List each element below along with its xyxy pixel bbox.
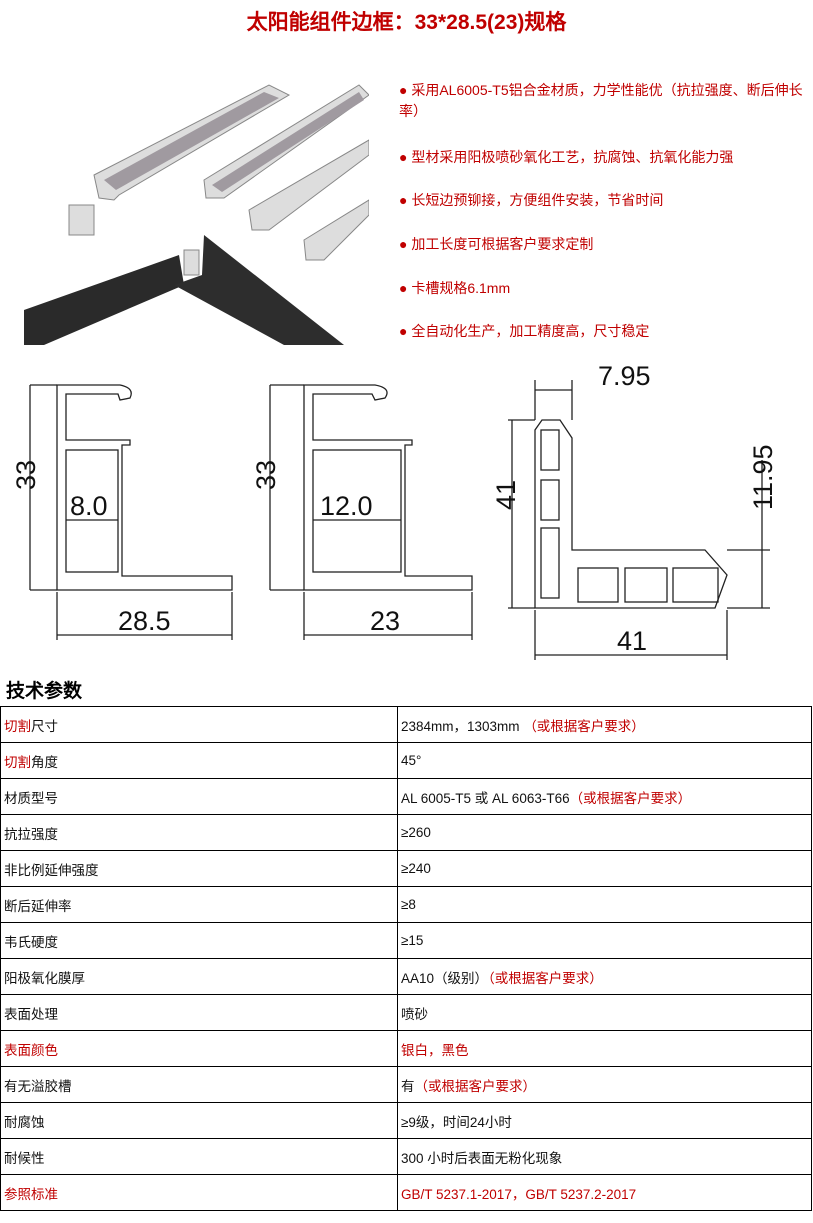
spec-name: 切割尺寸: [0, 706, 398, 743]
spec-value: ≥260: [397, 814, 812, 851]
table-row: 韦氏硬度 ≥15: [0, 922, 812, 959]
spec-value-note: （或根据客户要求）: [523, 718, 645, 734]
spec-name-text: 非比例延伸强度: [4, 862, 99, 878]
table-row: 参照标准 GB/T 5237.1-2017，GB/T 5237.2-2017: [0, 1174, 812, 1211]
spec-value: ≥9级，时间24小时: [397, 1102, 812, 1139]
dimension-bottom: 41: [617, 626, 647, 656]
dimension-inner: 12.0: [320, 491, 373, 521]
spec-value: AL 6005-T5 或 AL 6063-T66（或根据客户要求）: [397, 778, 812, 815]
dimension-width: 23: [370, 606, 400, 636]
spec-value-text: 45°: [401, 753, 422, 768]
spec-name-text: 尺寸: [31, 718, 58, 734]
feature-item: ● 卡槽规格6.1mm: [399, 280, 511, 296]
spec-name: 表面处理: [0, 994, 398, 1031]
spec-value-note: （或根据客户要求）: [488, 970, 603, 986]
spec-value: AA10（级别）（或根据客户要求）: [397, 958, 812, 995]
spec-value-text: 300 小时后表面无粉化现象: [401, 1150, 563, 1166]
spec-value-text: ≥15: [401, 933, 424, 948]
table-row: 有无溢胶槽 有（或根据客户要求）: [0, 1066, 812, 1103]
spec-name-text: 耐候性: [4, 1150, 45, 1166]
spec-value: 有（或根据客户要求）: [397, 1066, 812, 1103]
dimension-height: 33: [11, 460, 41, 490]
table-row: 阳极氧化膜厚 AA10（级别）（或根据客户要求）: [0, 958, 812, 995]
table-row: 非比例延伸强度 ≥240: [0, 850, 812, 887]
spec-name: 抗拉强度: [0, 814, 398, 851]
spec-value: ≥8: [397, 886, 812, 923]
feature-item: ● 长短边预铆接，方便组件安装，节省时间: [399, 192, 664, 208]
table-row: 表面颜色 银白，黑色: [0, 1030, 812, 1067]
spec-name: 韦氏硬度: [0, 922, 398, 959]
spec-name-text: 角度: [31, 754, 58, 770]
feature-item: ● 型材采用阳极喷砂氧化工艺，抗腐蚀、抗氧化能力强: [399, 149, 734, 165]
spec-name: 耐候性: [0, 1138, 398, 1175]
spec-name-text: 抗拉强度: [4, 826, 58, 842]
spec-name: 切割角度: [0, 742, 398, 779]
table-row: 抗拉强度 ≥260: [0, 814, 812, 851]
spec-name-text: 材质型号: [4, 790, 58, 806]
product-photo: [24, 84, 369, 345]
spec-value-text: ≥240: [401, 861, 431, 876]
spec-value-note: （或根据客户要求）: [414, 1078, 537, 1094]
spec-name-text: 韦氏硬度: [4, 934, 58, 950]
spec-name: 非比例延伸强度: [0, 850, 398, 887]
dimension-height: 33: [251, 460, 281, 490]
spec-value: ≥240: [397, 850, 812, 887]
spec-name: 材质型号: [0, 778, 398, 815]
spec-name: 参照标准: [0, 1174, 398, 1211]
spec-value: ≥15: [397, 922, 812, 959]
spec-name: 表面颜色: [0, 1030, 398, 1067]
spec-value-text: AA10（级别）: [401, 970, 489, 986]
profile-drawings: 33 8.0 28.5 33 12.0 23 7.95 41 11.95 41: [11, 361, 778, 660]
spec-name-highlight: 表面颜色: [4, 1042, 58, 1058]
spec-value-note: （或根据客户要求）: [569, 790, 692, 806]
spec-value: 45°: [397, 742, 812, 779]
spec-name: 耐腐蚀: [0, 1102, 398, 1139]
spec-value-text: ≥260: [401, 825, 431, 840]
dimension-top: 7.95: [598, 361, 651, 391]
table-row: 耐腐蚀 ≥9级，时间24小时: [0, 1102, 812, 1139]
table-row: 断后延伸率 ≥8: [0, 886, 812, 923]
spec-value-text: ≥8: [401, 897, 416, 912]
spec-name-highlight: 参照标准: [4, 1186, 58, 1202]
spec-name-text: 阳极氧化膜厚: [4, 970, 85, 986]
spec-name: 断后延伸率: [0, 886, 398, 923]
spec-name: 有无溢胶槽: [0, 1066, 398, 1103]
spec-value: 喷砂: [397, 994, 812, 1031]
spec-value-text: AL 6005-T5 或 AL 6063-T66: [401, 790, 570, 806]
spec-value: GB/T 5237.1-2017，GB/T 5237.2-2017: [397, 1174, 812, 1211]
section-title: 技术参数: [6, 680, 83, 702]
spec-value-note: 银白，黑色: [401, 1042, 469, 1058]
feature-item: ● 加工长度可根据客户要求定制: [399, 236, 594, 252]
dimension-right: 11.95: [748, 444, 778, 510]
spec-value: 300 小时后表面无粉化现象: [397, 1138, 812, 1175]
spec-name-text: 耐腐蚀: [4, 1114, 45, 1130]
spec-value-text: 有: [401, 1078, 415, 1094]
feature-item: ● 采用AL6005-T5铝合金材质，力学性能优（抗拉强度、断后伸长率）: [399, 82, 803, 119]
dimension-inner: 8.0: [70, 491, 108, 521]
spec-value-text: 喷砂: [401, 1006, 428, 1022]
table-row: 材质型号 AL 6005-T5 或 AL 6063-T66（或根据客户要求）: [0, 778, 812, 815]
spec-name: 阳极氧化膜厚: [0, 958, 398, 995]
table-row: 表面处理 喷砂: [0, 994, 812, 1031]
dimension-left: 41: [491, 480, 521, 510]
spec-value: 2384mm，1303mm （或根据客户要求）: [397, 706, 812, 743]
spec-value: 银白，黑色: [397, 1030, 812, 1067]
spec-name-highlight: 切割: [4, 718, 31, 734]
dimension-width: 28.5: [118, 606, 171, 636]
feature-item: ● 全自动化生产，加工精度高，尺寸稳定: [399, 323, 650, 339]
spec-value-text: 2384mm，1303mm: [401, 718, 524, 734]
page-title: 太阳能组件边框：33*28.5(23)规格: [246, 11, 567, 34]
table-row: 耐候性 300 小时后表面无粉化现象: [0, 1138, 812, 1175]
spec-name-text: 表面处理: [4, 1006, 58, 1022]
spec-name-text: 断后延伸率: [4, 898, 72, 914]
spec-value-text: ≥9级，时间24小时: [401, 1114, 512, 1130]
spec-name-text: 有无溢胶槽: [4, 1078, 72, 1094]
spec-value-note: GB/T 5237.1-2017，GB/T 5237.2-2017: [401, 1186, 637, 1202]
spec-name-highlight: 切割: [4, 754, 31, 770]
